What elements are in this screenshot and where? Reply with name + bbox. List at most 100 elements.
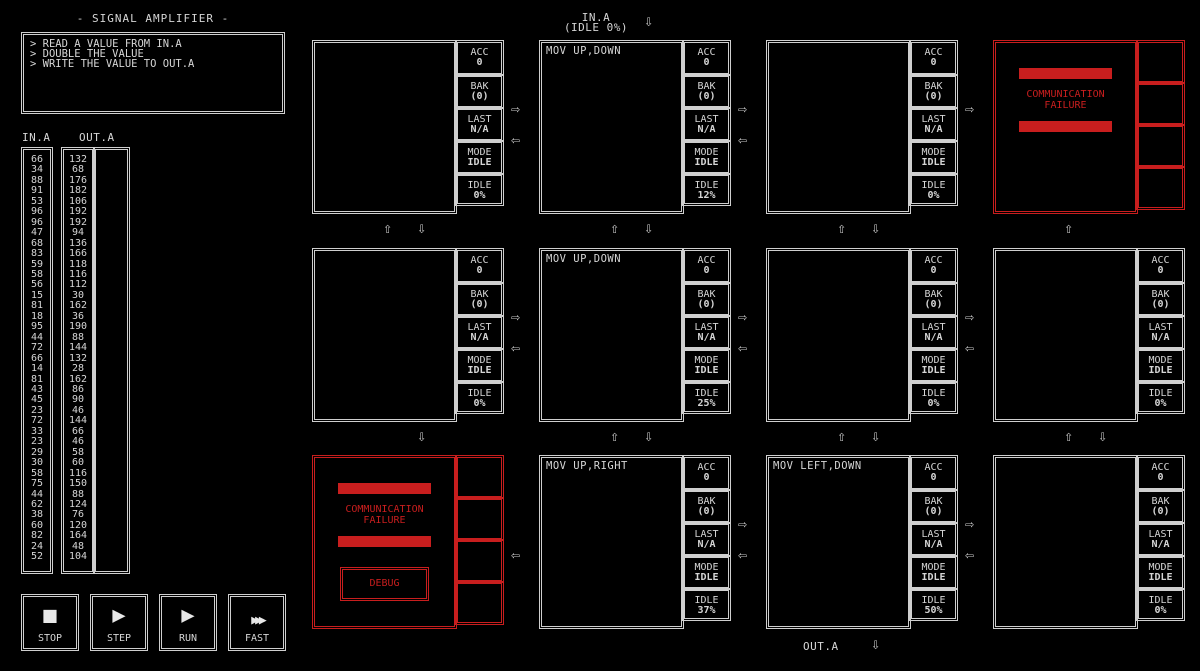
code-text[interactable]: MOV UP,RIGHT [546,460,628,472]
stat-label: ACC [924,47,943,58]
stat-value: N/A [924,332,943,343]
code-editor[interactable] [766,248,911,422]
run-button[interactable]: ▶ RUN [159,594,217,651]
code-text[interactable] [315,251,454,257]
up-arrow-icon: ⇧ [1064,219,1074,237]
stat-label: MODE [694,562,719,573]
in-value: 45 [30,394,44,406]
out-value: 176 [68,174,88,186]
code-text[interactable] [769,251,908,257]
code-text[interactable]: MOV UP,DOWN [546,253,622,265]
out-value: 116 [68,268,88,280]
stat-value: 0 [930,265,937,276]
in-value: 91 [30,185,44,197]
code-text[interactable]: MOV UP,DOWN [546,45,622,57]
stat-label: LAST [1148,529,1173,540]
in-value: 53 [30,195,44,207]
code-editor[interactable]: MOV UP,RIGHT [539,455,684,629]
in-value: 59 [30,258,44,270]
fast-button[interactable]: ▶▶▶ FAST [228,594,286,651]
stat-value: 0% [927,398,940,409]
out-value: 30 [71,289,85,301]
stat-value: (0) [697,91,716,102]
stat-value: 0 [703,472,710,483]
stat-label: IDLE [694,388,719,399]
right-arrow-icon: ⇨ [738,308,748,326]
code-editor[interactable] [312,248,457,422]
left-arrow-icon: ⇦ [738,339,748,357]
in-value: 88 [30,174,44,186]
out-value: 88 [71,331,85,343]
stat-value: (0) [924,91,943,102]
step-icon: ▶ [112,603,126,628]
stat-label: IDLE [921,180,946,191]
stat-label: MODE [1148,562,1173,573]
stat-value: IDLE [694,157,719,168]
code-editor[interactable]: MOV UP,DOWN [539,40,684,214]
output-down-arrow-icon: ⇩ [871,635,881,653]
out-value: 90 [71,394,85,406]
stat-value: N/A [470,332,489,343]
step-button[interactable]: ▶ STEP [90,594,148,651]
in-value: 66 [30,154,44,165]
stat-value: N/A [1151,332,1170,343]
stat-value: 25% [697,398,716,409]
up-arrow-icon: ⇧ [610,427,620,445]
input-port-name: IN.A [581,11,611,24]
out-value: 66 [71,425,85,437]
stat-label: LAST [694,322,719,333]
in-value: 33 [30,425,44,437]
out-value: 94 [71,227,85,239]
stat-label: BAK [470,289,489,300]
stop-button[interactable]: ■ STOP [21,594,79,651]
out-value: 116 [68,467,88,479]
code-editor[interactable]: MOV LEFT,DOWN [766,455,911,629]
code-editor[interactable] [766,40,911,214]
code-text[interactable] [996,458,1135,464]
code-text[interactable] [996,251,1135,257]
code-editor[interactable]: MOV UP,DOWN [539,248,684,422]
failure-panel: COMMUNICATION FAILURE [993,40,1138,214]
stat-label: ACC [1151,255,1170,266]
code-text[interactable] [315,43,454,49]
code-text[interactable]: MOV LEFT,DOWN [773,460,862,472]
out-value: 162 [68,373,88,385]
right-arrow-icon: ⇨ [738,515,748,533]
out-value: 190 [68,321,88,333]
up-arrow-icon: ⇧ [837,219,847,237]
stat-label: IDLE [921,595,946,606]
code-editor[interactable] [993,248,1138,422]
stat-label: BAK [470,81,489,92]
code-text[interactable] [769,43,908,49]
code-editor[interactable] [993,455,1138,629]
stat-bak: BAK(0) [455,282,504,317]
code-editor[interactable] [312,40,457,214]
in-value: 82 [30,530,44,542]
stat-label: ACC [697,255,716,266]
stat-value: 0% [1154,605,1167,616]
out-value: 120 [68,519,88,531]
up-arrow-icon: ⇧ [1064,427,1074,445]
right-arrow-icon: ⇨ [965,308,975,326]
debug-button[interactable]: DEBUG [340,567,429,601]
